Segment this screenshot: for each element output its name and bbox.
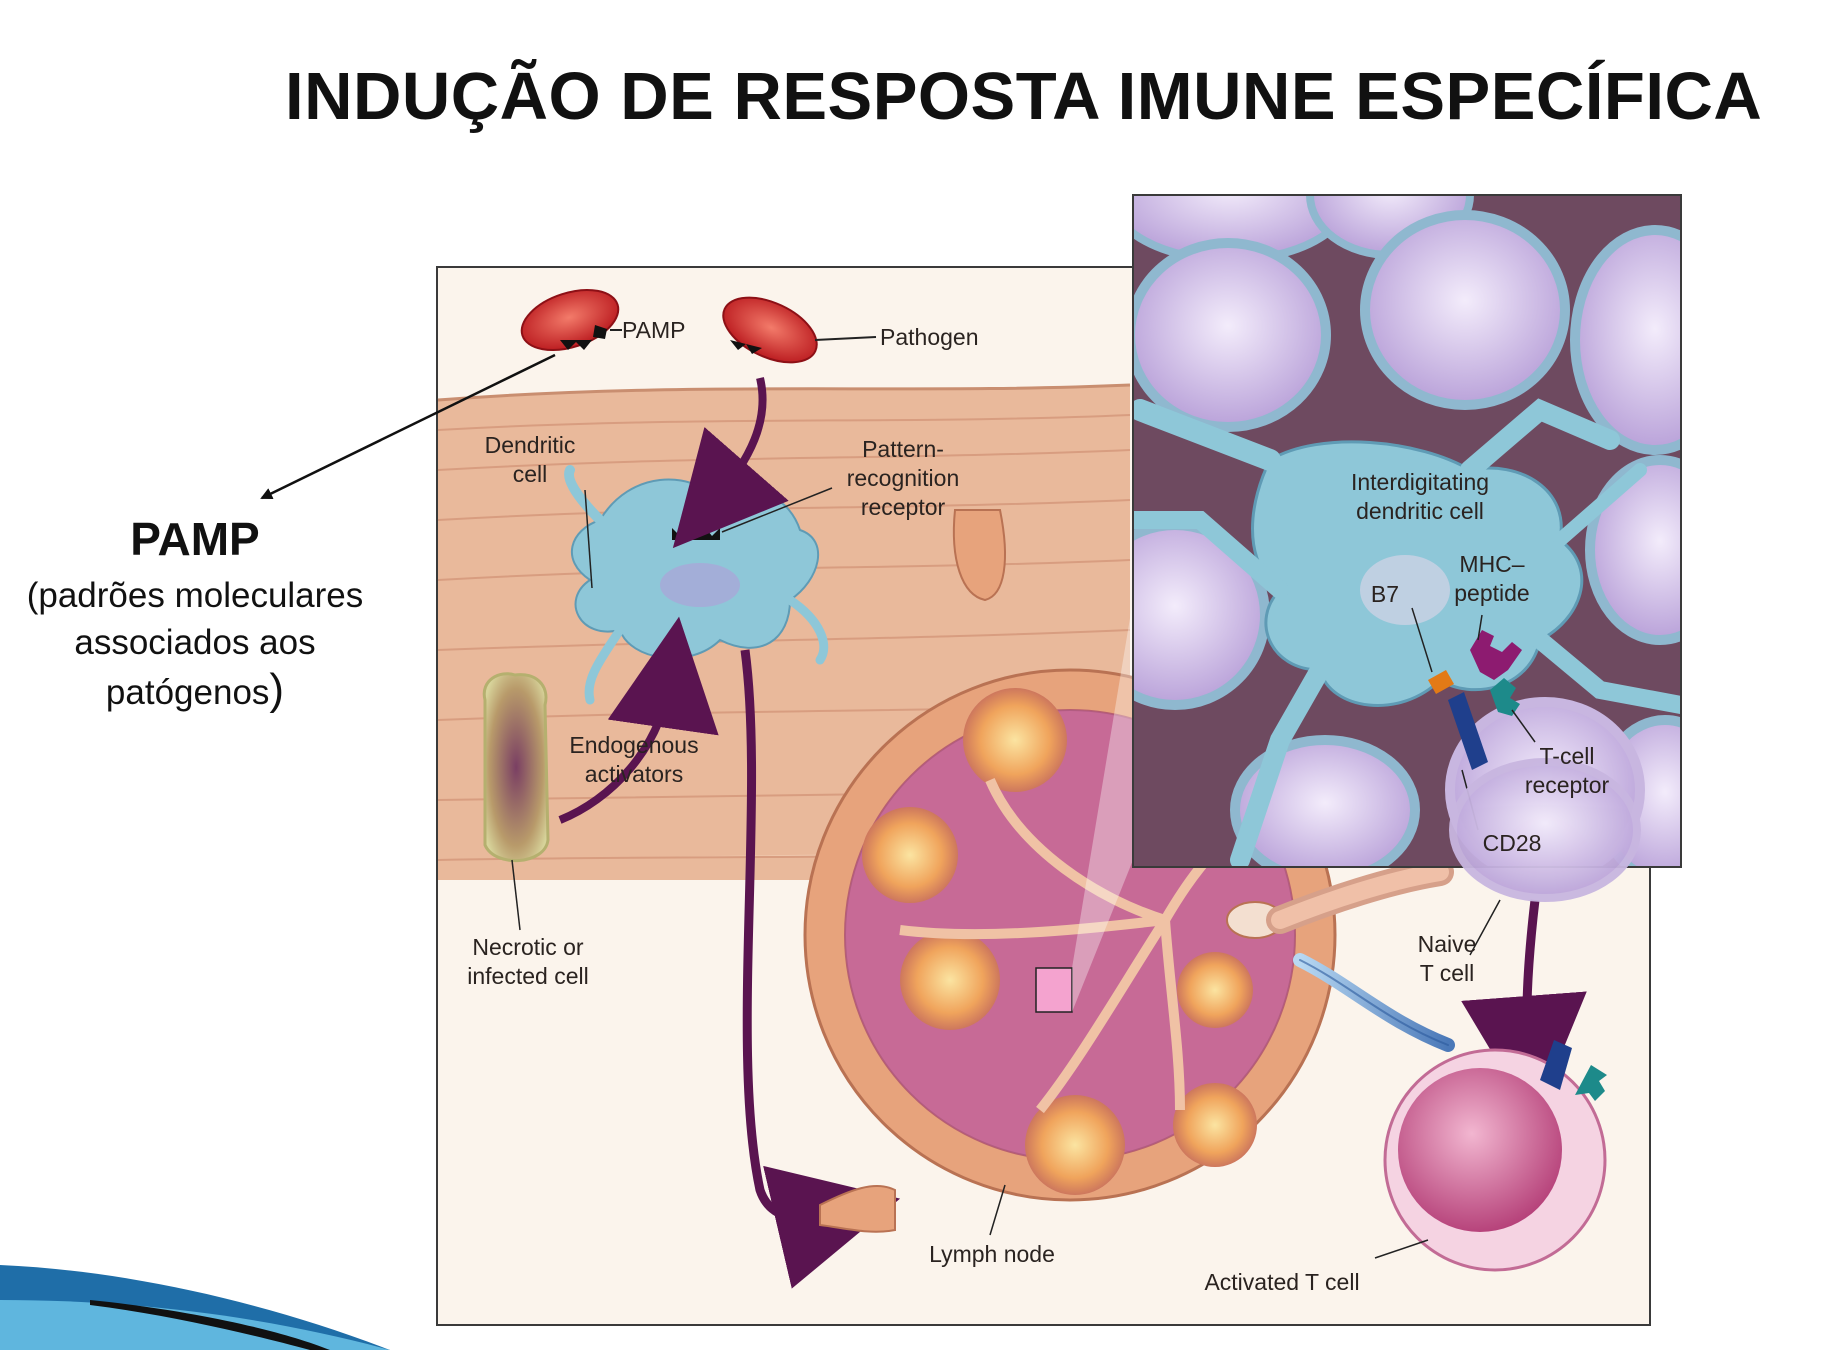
- label-necrotic-1: Necrotic or: [472, 934, 584, 960]
- endogenous-activator-arrow: [558, 616, 719, 824]
- pamp-desc-line-3: patógenos): [0, 666, 390, 716]
- mhc-peptide-icon: [1470, 630, 1522, 680]
- inset-projection: [1072, 600, 1133, 1012]
- naive-t-cell-overflow: [1449, 758, 1641, 902]
- label-endogenous-2: activators: [585, 761, 683, 787]
- t-cell-activation-arrow: [1461, 899, 1587, 1122]
- pamp-description: (padrões moleculares associados aos pató…: [0, 572, 390, 716]
- label-lymph-node: Lymph node: [929, 1241, 1055, 1267]
- label-mhc-1: MHC–: [1459, 551, 1524, 577]
- pathogen-to-receptor-arrow: [672, 377, 789, 549]
- decorative-swoosh: [0, 1265, 390, 1350]
- label-pamp: PAMP: [622, 317, 685, 343]
- slide-title: INDUÇÃO DE RESPOSTA IMUNE ESPECÍFICA: [285, 59, 1763, 134]
- lymph-vessels: [1266, 858, 1455, 1052]
- label-tcr-1: T-cell: [1540, 743, 1595, 769]
- pamp-heading: PAMP: [130, 513, 260, 565]
- label-dendritic-cell-2: cell: [513, 461, 548, 487]
- label-mhc-2: peptide: [1454, 580, 1529, 606]
- pamp-pointer-arrow: [260, 353, 556, 500]
- label-prr-3: receptor: [861, 494, 946, 520]
- cd28-molecule-icon: [1448, 692, 1488, 770]
- migration-to-lymph-node-arrow: [740, 649, 901, 1289]
- necrotic-cell-graphic: [482, 672, 550, 863]
- label-naive-t-cell-2: T cell: [1420, 960, 1475, 986]
- t-cell-receptor-icon: [1490, 678, 1520, 716]
- activated-t-cell-leader: [1374, 1239, 1429, 1259]
- pamp-desc-line-3-text: patógenos: [105, 673, 270, 712]
- label-prr-1: Pattern-: [862, 436, 944, 462]
- label-b7: B7: [1371, 581, 1399, 607]
- necrotic-cell-leader: [511, 859, 521, 931]
- label-cd28: CD28: [1483, 830, 1542, 856]
- pathogen-graphic: [722, 296, 818, 364]
- label-activated-t-cell: Activated T cell: [1204, 1269, 1359, 1295]
- pamp-pathogen-graphic: [520, 289, 620, 351]
- inset-region-marker: [1035, 967, 1073, 1013]
- pamp-desc-close-paren: ): [269, 665, 285, 714]
- pathogen-leader: [814, 336, 877, 341]
- label-dendritic-cell-1: Dendritic: [485, 432, 576, 458]
- dendritic-cell-leader: [584, 489, 593, 589]
- label-prr-2: recognition: [847, 465, 960, 491]
- label-interdigitating-2: dendritic cell: [1356, 498, 1484, 524]
- label-tcr-2: receptor: [1525, 772, 1610, 798]
- naive-t-cell-leader: [1469, 899, 1501, 956]
- activated-t-cell-graphic: [1383, 1040, 1607, 1272]
- label-naive-t-cell-1: Naive: [1418, 931, 1477, 957]
- label-necrotic-2: infected cell: [467, 963, 588, 989]
- pamp-desc-line-1: (padrões moleculares: [26, 576, 364, 615]
- label-pathogen: Pathogen: [880, 324, 978, 350]
- pamp-desc-line-2: associados aos: [74, 623, 316, 662]
- b7-molecule-icon: [1428, 670, 1454, 694]
- label-interdigitating-1: Interdigitating: [1351, 469, 1489, 495]
- label-endogenous-1: Endogenous: [569, 732, 698, 758]
- lymph-node-leader: [989, 1184, 1006, 1236]
